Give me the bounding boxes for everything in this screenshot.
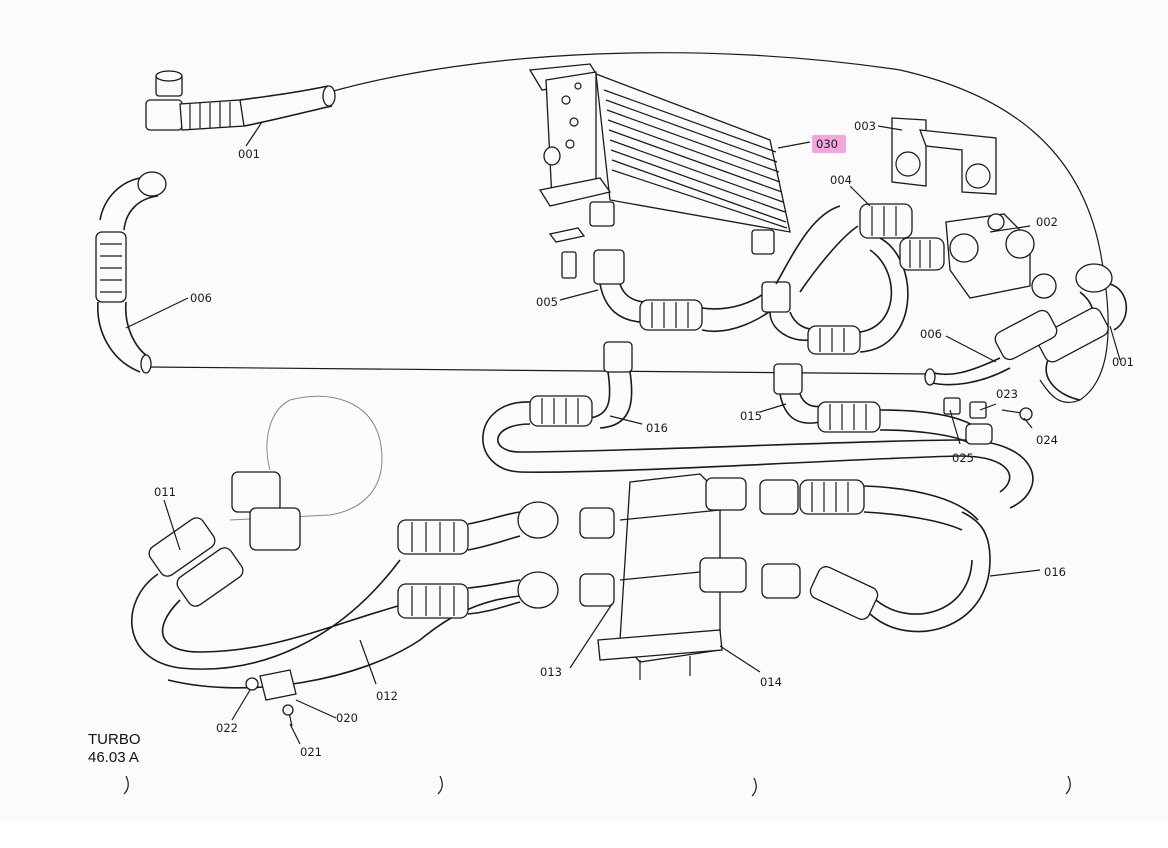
label-024: 024: [1036, 433, 1058, 447]
scan-bottom-margin: [0, 822, 1168, 848]
label-005: 005: [536, 295, 558, 309]
label-006: 006: [920, 327, 942, 341]
scan-mark: [1065, 775, 1071, 795]
label-030-highlight: [812, 135, 846, 153]
part-001-006-hose-right: [924, 263, 1128, 401]
label-022: 022: [216, 721, 238, 735]
label-002: 002: [1036, 215, 1058, 229]
label-020: 020: [336, 711, 358, 725]
label-001: 001: [1112, 355, 1134, 369]
part-005-hose: [593, 237, 909, 355]
part-016-hose-right: [759, 479, 991, 633]
scan-mark: [123, 775, 129, 795]
label-016: 016: [646, 421, 668, 435]
label-011: 011: [154, 485, 176, 499]
label-004: 004: [830, 173, 852, 187]
part-004-hose: [775, 203, 945, 293]
part-002-valve: [945, 213, 1057, 299]
part-013-014-thermostat: [579, 473, 747, 680]
label-012: 012: [376, 689, 398, 703]
label-014: 014: [760, 675, 782, 689]
scan-mark: [751, 777, 757, 797]
corner-code: 46.03 A: [88, 749, 139, 766]
label-015: 015: [740, 409, 762, 423]
part-011-012-hoses: [131, 501, 559, 727]
label-006: 006: [190, 291, 212, 305]
part-023-025-clips: [943, 397, 1033, 421]
corner-title: TURBO: [88, 731, 141, 748]
part-016-015-hoses: [482, 341, 1034, 509]
section-divider-line: [147, 366, 931, 375]
label-021: 021: [300, 745, 322, 759]
label-023: 023: [996, 387, 1018, 401]
part-030-oil-cooler: [528, 63, 791, 279]
label-030: 030: [816, 137, 838, 151]
label-016: 016: [1044, 565, 1066, 579]
label-013: 013: [540, 665, 562, 679]
label-003: 003: [854, 119, 876, 133]
label-025: 025: [952, 451, 974, 465]
scan-mark: [437, 775, 443, 795]
part-006-hose-left: [95, 171, 167, 374]
routing-outline: [329, 52, 1109, 403]
leader-lines: [125, 121, 1121, 745]
part-003-bracket: [891, 117, 997, 195]
part-001-hose-banjo: [145, 70, 336, 131]
label-001: 001: [238, 147, 260, 161]
turbo-housing: [229, 395, 383, 551]
